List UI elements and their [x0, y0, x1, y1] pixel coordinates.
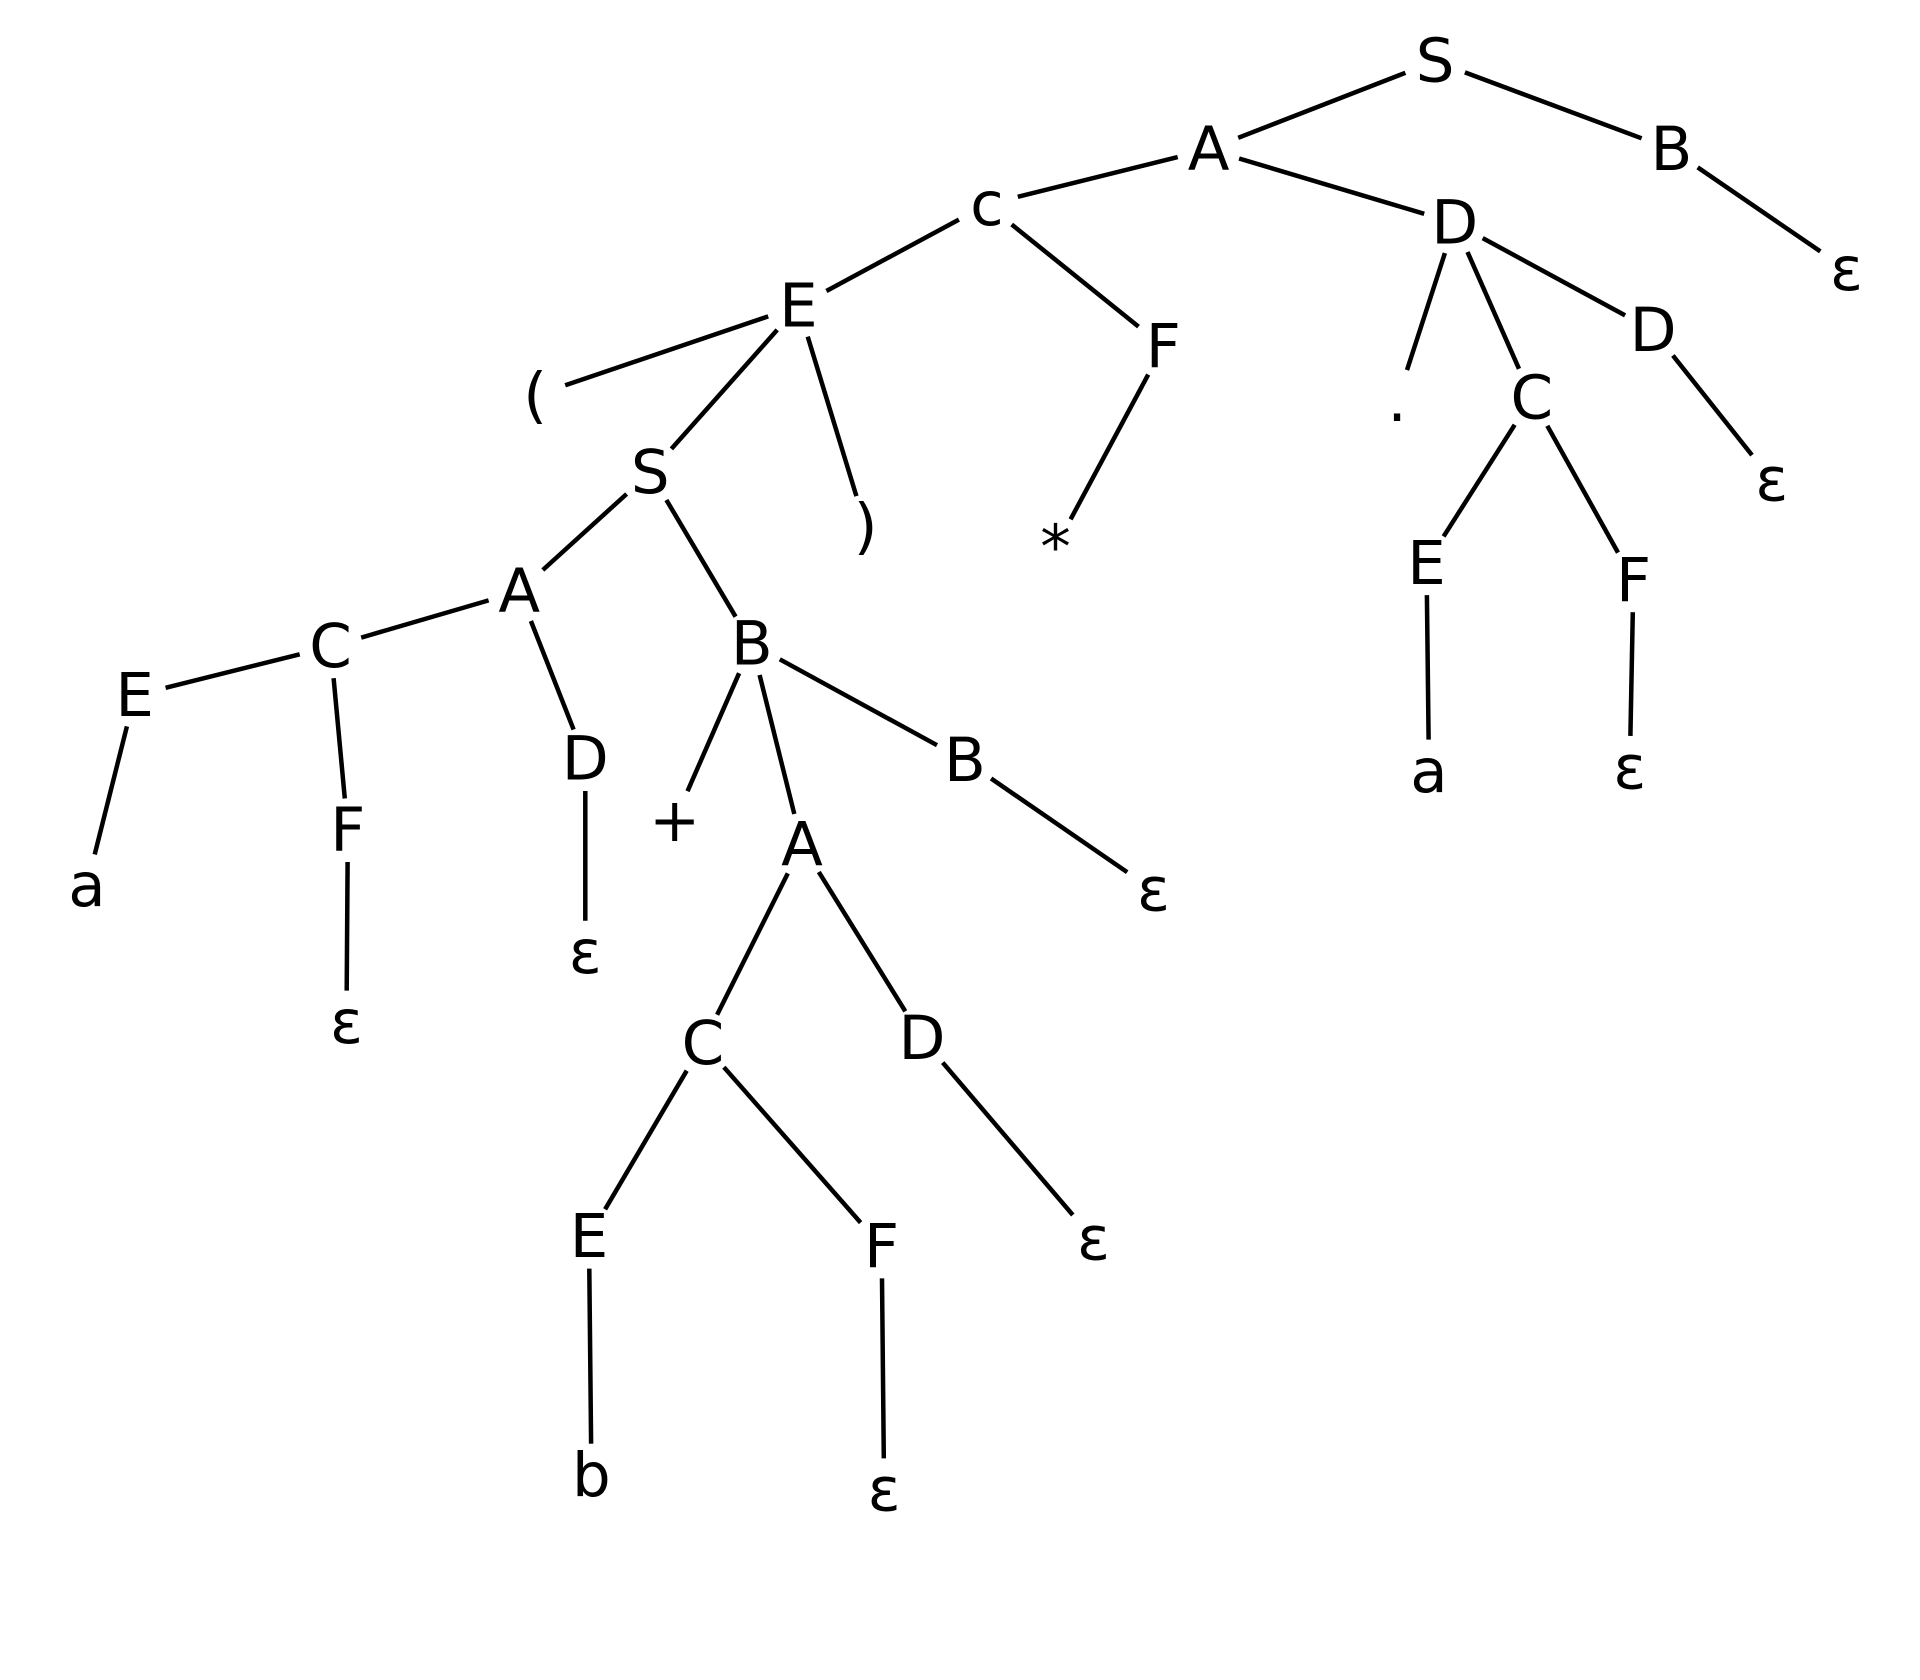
terminal-a: a [68, 850, 105, 921]
terminal-star: * [1040, 512, 1071, 583]
tree-edge [92, 725, 130, 855]
tree-edge [1404, 252, 1448, 371]
nonterminal-s: S [631, 437, 670, 508]
nonterminal-d: D [1630, 295, 1677, 366]
nonterminal-a: A [781, 809, 823, 880]
tree-edge [1238, 156, 1425, 216]
terminal-close-paren: ) [854, 491, 878, 562]
tree-edge [1545, 424, 1620, 554]
tree-edge [1464, 70, 1643, 141]
nonterminal-d: D [562, 724, 609, 795]
terminal-open-paren: ( [523, 360, 547, 431]
terminal-epsilon: ε [868, 1455, 901, 1526]
terminal-epsilon: ε [330, 987, 363, 1058]
terminal-b: b [572, 1440, 611, 1511]
terminal-plus: + [649, 785, 700, 856]
nonterminal-f: F [330, 795, 365, 866]
parse-tree-edges [92, 70, 1822, 1459]
tree-edge [816, 870, 908, 1013]
nonterminal-e: E [779, 271, 818, 342]
tree-edge [940, 1061, 1075, 1217]
terminal-epsilon: ε [569, 917, 602, 988]
tree-edge [757, 674, 797, 815]
tree-edge [1237, 70, 1407, 140]
nonterminal-e: E [570, 1201, 609, 1272]
nonterminal-b: B [1650, 114, 1692, 185]
tree-edge [564, 314, 769, 388]
nonterminal-d: D [1431, 187, 1478, 258]
tree-edge [360, 598, 490, 640]
tree-edge [1465, 251, 1522, 370]
terminal-a: a [1410, 736, 1447, 807]
nonterminal-d: D [899, 1003, 946, 1074]
tree-edge [1017, 154, 1179, 199]
terminal-epsilon: ε [1613, 732, 1646, 803]
nonterminal-c: c [970, 169, 1004, 240]
nonterminal-c: C [309, 611, 352, 682]
tree-edge [1671, 354, 1754, 457]
nonterminal-c: C [1511, 363, 1554, 434]
terminal-dot: . [1387, 365, 1406, 436]
tree-edge [331, 677, 348, 799]
nonterminal-e: E [115, 660, 154, 731]
tree-edge [528, 620, 576, 731]
tree-edge [685, 672, 742, 793]
nonterminal-f: F [1616, 545, 1651, 616]
tree-edge [805, 335, 859, 497]
tree-edge [1696, 165, 1822, 254]
tree-edge [669, 328, 779, 451]
tree-edge [1481, 236, 1627, 318]
tree-edge [541, 492, 629, 572]
tree-edge [722, 1065, 863, 1225]
tree-edge [715, 872, 790, 1016]
nonterminal-e: E [1407, 528, 1446, 599]
tree-edge [1441, 423, 1517, 538]
tree-edge [989, 776, 1129, 875]
nonterminal-a: A [498, 556, 540, 627]
terminal-epsilon: ε [1755, 445, 1788, 516]
tree-edge [1628, 612, 1636, 736]
nonterminal-b: B [731, 609, 773, 680]
tree-edge [344, 861, 350, 991]
terminal-epsilon: ε [1137, 855, 1170, 926]
terminal-epsilon: ε [1077, 1204, 1110, 1275]
tree-edge [587, 1268, 594, 1444]
tree-edge [825, 217, 960, 293]
tree-edge [603, 1069, 689, 1211]
tree-edge [165, 652, 301, 690]
nonterminal-f: F [864, 1211, 899, 1282]
nonterminal-b: B [944, 725, 986, 796]
tree-edge [1010, 222, 1140, 329]
nonterminal-a: A [1188, 114, 1230, 185]
nonterminal-c: C [682, 1008, 725, 1079]
tree-edge [778, 657, 939, 748]
nonterminal-f: F [1146, 311, 1181, 382]
tree-edge [1424, 595, 1431, 740]
tree-edge [664, 498, 738, 618]
tree-edge [1068, 373, 1151, 521]
terminal-epsilon: ε [1830, 234, 1863, 305]
tree-edge [879, 1278, 887, 1459]
nonterminal-s: S [1416, 26, 1455, 97]
